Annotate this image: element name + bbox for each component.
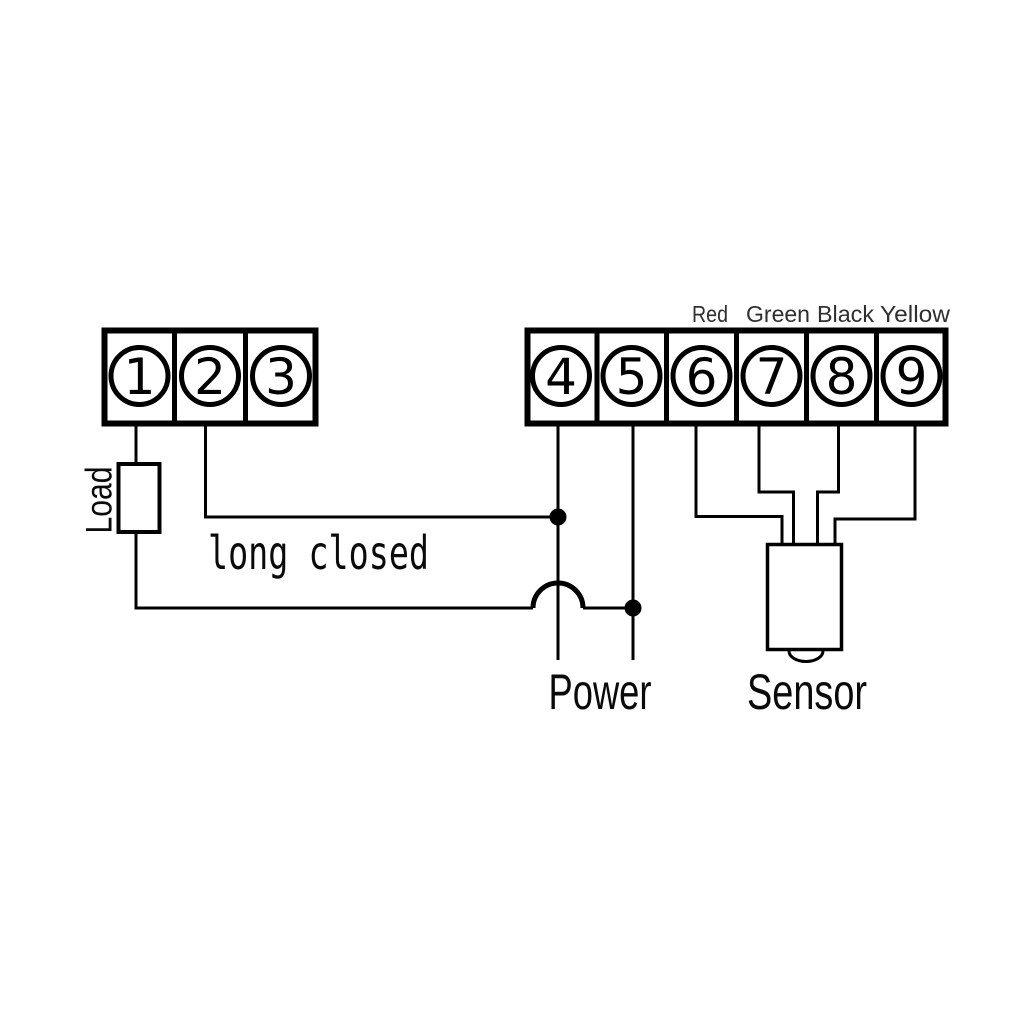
sensor-component: Sensor bbox=[694, 423, 917, 720]
terminal-9-circle bbox=[880, 345, 943, 407]
terminal-8-number: 8 bbox=[826, 348, 858, 406]
terminal-3-number: 3 bbox=[265, 348, 297, 406]
terminal-4-number: 4 bbox=[545, 348, 577, 406]
long-closed-label: long closed bbox=[208, 526, 429, 580]
terminal-2-circle bbox=[179, 345, 241, 407]
terminal-8-circle bbox=[810, 345, 873, 407]
terminal-2: 2 bbox=[179, 345, 241, 407]
load-symbol bbox=[116, 462, 162, 534]
wire-terminal8-to-sensor bbox=[816, 423, 840, 544]
wire-terminal6-to-sensor bbox=[694, 423, 784, 544]
wire-terminal7-to-sensor bbox=[757, 423, 795, 544]
wire-color-label-black: Black bbox=[817, 301, 874, 327]
junction-dot-terminal5 bbox=[624, 599, 642, 617]
wire-color-labels: Red Green Black Yellow bbox=[692, 301, 950, 327]
wire-color-label-green: Green bbox=[746, 301, 810, 327]
wire-load-to-terminal5 bbox=[134, 532, 533, 610]
load-component: Load bbox=[79, 423, 533, 610]
wire-hop-arc bbox=[530, 580, 586, 609]
terminal-3-circle bbox=[250, 345, 312, 407]
sensor-tip bbox=[787, 650, 825, 663]
terminal-1-number: 1 bbox=[124, 348, 156, 406]
terminal-5: 5 bbox=[600, 345, 663, 407]
terminal-7-number: 7 bbox=[756, 348, 788, 406]
sensor-body bbox=[765, 542, 844, 652]
terminal-9-number: 9 bbox=[896, 348, 928, 406]
wire-terminal2-to-terminal4 bbox=[204, 423, 557, 519]
terminal-4-circle bbox=[530, 345, 592, 407]
sensor-label: Sensor bbox=[747, 664, 867, 720]
left-terminal-block: 1 2 3 bbox=[101, 327, 319, 427]
terminal-1-circle bbox=[108, 345, 171, 407]
terminal-2-number: 2 bbox=[194, 348, 226, 406]
load-label: Load bbox=[79, 467, 120, 534]
terminal-6: 6 bbox=[670, 345, 733, 407]
wire-color-label-red: Red bbox=[692, 301, 728, 327]
wire-color-label-yellow: Yellow bbox=[880, 301, 950, 327]
power-label: Power bbox=[549, 664, 652, 720]
terminal-4: 4 bbox=[530, 345, 592, 407]
terminal-6-number: 6 bbox=[686, 348, 718, 406]
right-terminal-block: 4 5 6 7 8 9 bbox=[524, 327, 949, 427]
terminal-1: 1 bbox=[108, 345, 171, 407]
terminal-6-circle bbox=[670, 345, 733, 407]
junction-dot-terminal4 bbox=[549, 508, 567, 526]
power-wiring: Power bbox=[530, 423, 652, 720]
wire-terminal9-to-sensor bbox=[833, 423, 917, 544]
terminal-5-circle bbox=[600, 345, 663, 407]
left-block-outline bbox=[101, 327, 319, 427]
terminal-7: 7 bbox=[740, 345, 803, 407]
terminal-9: 9 bbox=[880, 345, 943, 407]
terminal-3: 3 bbox=[250, 345, 312, 407]
terminal-8: 8 bbox=[810, 345, 873, 407]
terminal-7-circle bbox=[740, 345, 803, 407]
terminal-5-number: 5 bbox=[616, 348, 648, 406]
